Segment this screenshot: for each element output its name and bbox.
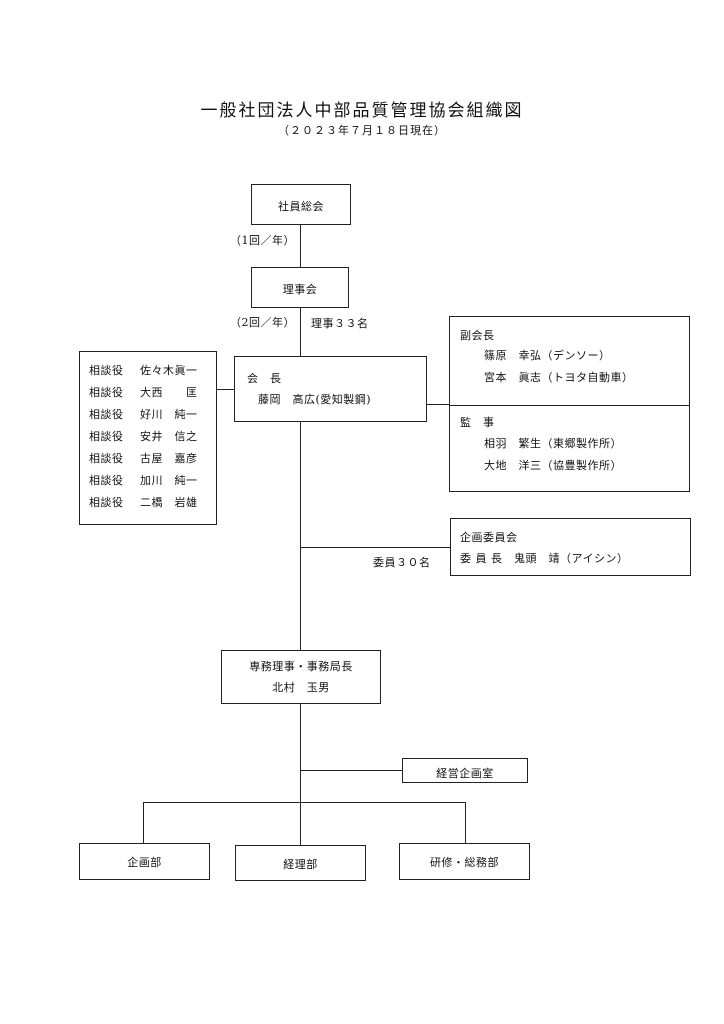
auditor-member: 相羽 繁生（東郷製作所）: [484, 437, 622, 450]
connector-board-president: [300, 308, 301, 356]
advisor-name: 安井 信之: [140, 430, 198, 443]
advisors-box: 相談役佐々木眞一相談役大西 匡相談役好川 純一相談役安井 信之相談役古屋 嘉彦相…: [79, 351, 217, 525]
general-meeting-box: 社員総会: [251, 184, 351, 225]
president-name: 藤岡 高広(愛知製鋼): [258, 393, 372, 406]
connector-meeting-board: [300, 225, 301, 267]
advisor-role: 相談役: [89, 452, 124, 465]
officers-box: 副会長 篠原 幸弘（デンソー） 宮本 眞志（トヨタ自動車） 監 事 相羽 繁生（…: [449, 316, 690, 492]
connector-dept-training: [465, 802, 466, 843]
advisor-role: 相談役: [89, 386, 124, 399]
advisor-name: 加川 純一: [140, 474, 198, 487]
advisor-role: 相談役: [89, 364, 124, 377]
department-label: 企画部: [127, 856, 162, 869]
connector-management-office: [300, 770, 402, 771]
advisor-name: 佐々木眞一: [140, 364, 198, 377]
page-subtitle: （２０２３年７月１８日現在）: [278, 124, 446, 137]
advisor-name: 大西 匡: [140, 386, 198, 399]
management-office-label: 経営企画室: [436, 767, 494, 780]
president-box: 会 長 藤岡 高広(愛知製鋼): [234, 356, 427, 422]
executive-title: 専務理事・事務局長: [249, 660, 353, 673]
department-box: 企画部: [79, 843, 210, 880]
board-frequency: （2回／年）: [230, 316, 295, 329]
page-title: 一般社団法人中部品質管理協会組織図: [200, 101, 524, 121]
department-label: 経理部: [283, 858, 318, 871]
department-box: 経理部: [235, 845, 366, 881]
advisor-role: 相談役: [89, 430, 124, 443]
vice-president-title: 副会長: [460, 329, 495, 342]
planning-committee-title: 企画委員会: [460, 531, 518, 544]
connector-dept-accounting: [300, 802, 301, 845]
board-label: 理事会: [282, 283, 318, 296]
advisor-role: 相談役: [89, 408, 124, 421]
general-meeting-label: 社員総会: [278, 200, 324, 213]
advisor-name: 好川 純一: [140, 408, 198, 421]
connector-executive-down: [300, 704, 301, 802]
connector-officers: [427, 404, 450, 405]
advisor-role: 相談役: [89, 496, 124, 509]
planning-committee-chair: 委 員 長 鬼頭 靖（アイシン）: [460, 552, 629, 565]
management-office-box: 経営企画室: [402, 758, 528, 783]
advisor-name: 二橋 岩雄: [140, 496, 198, 509]
advisor-role: 相談役: [89, 474, 124, 487]
vice-president-member: 篠原 幸弘（デンソー）: [484, 349, 611, 362]
connector-planning-committee: [300, 547, 450, 548]
president-title: 会 長: [247, 372, 282, 385]
general-meeting-frequency: （1回／年）: [230, 234, 295, 247]
department-box: 研修・総務部: [399, 843, 530, 880]
connector-advisors: [217, 389, 235, 390]
department-label: 研修・総務部: [430, 856, 499, 869]
connector-departments-bar: [143, 802, 465, 803]
auditor-member: 大地 洋三（協豊製作所）: [484, 459, 622, 472]
auditor-title: 監 事: [460, 416, 495, 429]
officers-divider: [450, 405, 689, 406]
advisor-name: 古屋 嘉彦: [140, 452, 198, 465]
vice-president-member: 宮本 眞志（トヨタ自動車）: [484, 371, 634, 384]
connector-president-executive: [300, 422, 301, 650]
board-members: 理事３３名: [311, 317, 369, 330]
board-box: 理事会: [251, 267, 349, 308]
planning-committee-members: 委員３０名: [373, 556, 431, 569]
executive-name: 北村 玉男: [272, 681, 330, 694]
planning-committee-box: 企画委員会 委 員 長 鬼頭 靖（アイシン）: [450, 518, 691, 576]
executive-box: 専務理事・事務局長 北村 玉男: [221, 650, 381, 704]
connector-dept-planning: [143, 802, 144, 843]
